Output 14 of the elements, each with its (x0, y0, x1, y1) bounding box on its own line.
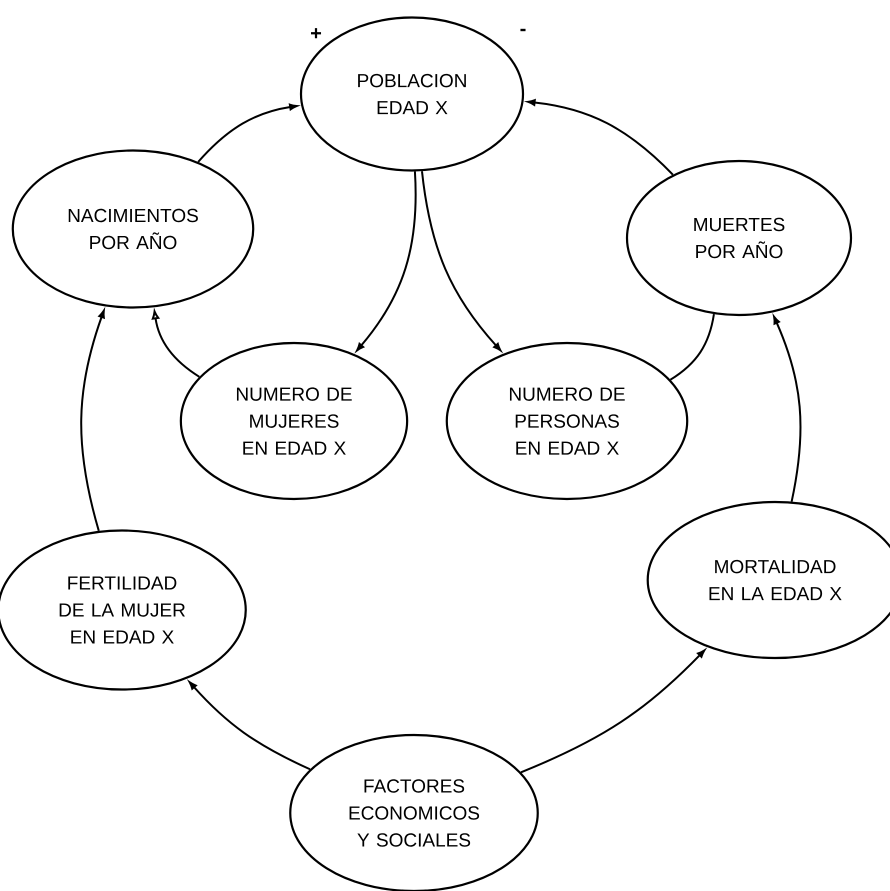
arrow (773, 316, 802, 502)
arrow (420, 171, 502, 352)
ellipse-node: NUMERO DE PERSONAS EN EDAD X (446, 342, 688, 500)
arrow (356, 172, 417, 352)
ellipse-node: MUERTES POR AÑO (626, 160, 852, 316)
sign-label: - (520, 28, 526, 32)
sign-label: + (311, 28, 322, 38)
arrow (520, 650, 706, 774)
ellipse-node: NACIMIENTOS POR AÑO (12, 149, 254, 309)
ellipse-node: NUMERO DE MUJERES EN EDAD X (180, 342, 408, 500)
arrow (188, 681, 310, 770)
arrow (527, 99, 674, 176)
arrow (197, 104, 298, 163)
arrow (152, 310, 200, 378)
